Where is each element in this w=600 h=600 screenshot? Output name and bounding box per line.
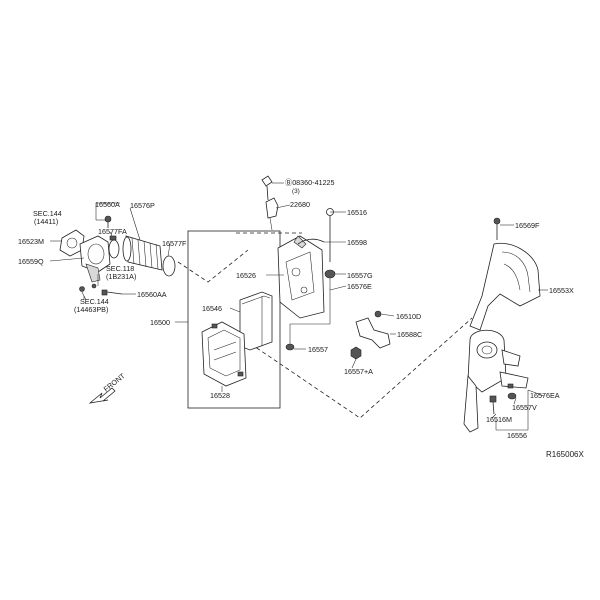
hose-clamp-f (162, 255, 176, 277)
label-16510d: 16510D (396, 312, 421, 321)
label-16556: 16556 (507, 431, 527, 440)
bolt-16516 (326, 208, 334, 262)
label-16576ea: 16576EA (530, 391, 560, 400)
label-16560a: 16560A (95, 200, 120, 209)
label-16588c: 16588C (397, 330, 422, 339)
hose-guide-dash-right (244, 317, 473, 419)
label-22680: 22680 (290, 200, 310, 209)
label-16576e: 16576E (347, 282, 372, 291)
resonator-duct-16553x (469, 242, 541, 331)
bolt-16560aa (101, 289, 123, 296)
label-16528: 16528 (210, 391, 230, 400)
label-16500: 16500 (150, 318, 170, 327)
bolt-08360-41225 (261, 175, 273, 201)
label-16557a: 16557+A (344, 367, 373, 376)
bracket-16588c (355, 310, 391, 349)
label-bolt-qty: (3) (292, 188, 300, 195)
label-16526: 16526 (236, 271, 256, 280)
hose-clamp-fa (108, 235, 120, 259)
label-16553x: 16553X (549, 286, 574, 295)
air-cleaner-assembly-frame (187, 230, 281, 409)
label-16569f: 16569F (515, 221, 540, 230)
bracket-16576ea (507, 383, 514, 389)
hose-16598 (297, 238, 325, 245)
duct-assembly-16556 (463, 329, 529, 433)
label-sec144-top: SEC.144 (33, 209, 62, 218)
sensor-body (79, 235, 111, 289)
air-filter-element (239, 291, 273, 351)
bolt-16516m (489, 395, 497, 415)
air-cleaner-lower-case (201, 321, 247, 387)
label-bolt: Ⓑ08360-41225 (285, 178, 335, 187)
leader-lines (49, 182, 548, 419)
label-16546: 16546 (202, 304, 222, 313)
label-16523m: 16523M (18, 237, 44, 246)
intake-duct-bellows (122, 235, 163, 271)
grommet-16557g (324, 269, 336, 290)
label-16576p: 16576P (130, 201, 155, 210)
label-16577fa: 16577FA (98, 227, 127, 236)
label-16559q: 16559Q (18, 257, 44, 266)
mount-16557 (285, 324, 295, 351)
label-16598: 16598 (347, 238, 367, 247)
label-16557: 16557 (308, 345, 328, 354)
label-sec144-bottom: SEC.144 (80, 297, 109, 306)
hose-guide-dash-left (177, 249, 249, 283)
label-16516: 16516 (347, 208, 367, 217)
label-sec118: SEC.118 (106, 264, 134, 273)
nut-16557a (350, 346, 362, 360)
label-sec144-bottom-ref: (14463PB) (74, 305, 108, 314)
label-16557g: 16557G (347, 271, 373, 280)
label-16577f: 16577F (162, 239, 187, 248)
label-sec144-top-ref: (14411) (34, 217, 58, 226)
label-sec118-ref: (1B231A) (106, 272, 136, 281)
label-16557v: 16557V (512, 403, 537, 412)
label-16560aa: 16560AA (137, 290, 167, 299)
screw-16560a (104, 215, 112, 228)
front-direction-indicator (88, 387, 116, 404)
bolt-16569f (493, 217, 501, 240)
part-labels: SEC.144 (14411) 16523M 16559Q 16560A 165… (18, 178, 584, 459)
label-16516m: 16516M (486, 415, 512, 424)
grommet-16557v (507, 392, 517, 400)
sensor-22680 (265, 197, 279, 231)
diagram-code: R165006X (546, 450, 584, 459)
air-cleaner-upper-bracket (277, 235, 325, 319)
